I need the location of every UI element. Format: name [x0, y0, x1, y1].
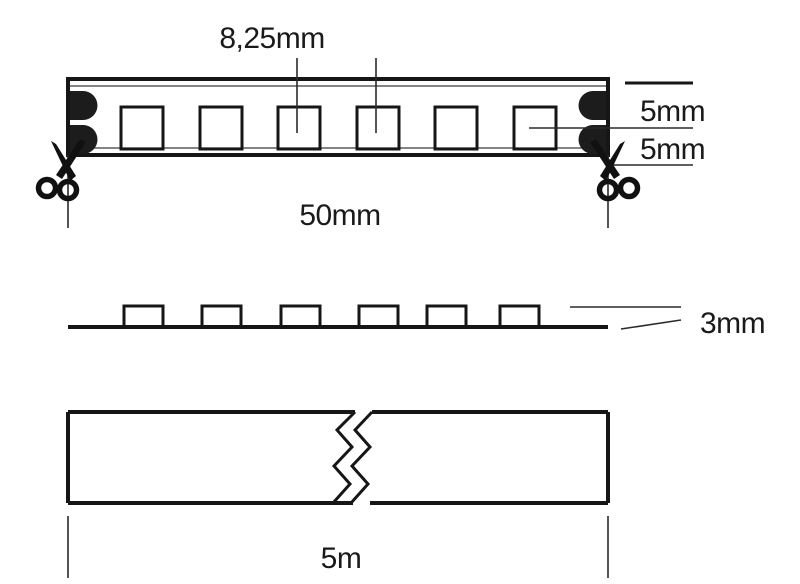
side-led-profile	[425, 304, 468, 327]
led-square	[355, 105, 401, 151]
break-zigzag-left	[331, 410, 357, 505]
led-group	[119, 105, 558, 151]
strip-width-label: 5mm	[640, 95, 705, 128]
side-led-profile	[200, 304, 243, 327]
led-pitch-leaders	[296, 58, 377, 133]
strip-outline	[66, 77, 610, 157]
side-led-group	[122, 304, 541, 327]
scissors-handle-ring	[596, 178, 620, 202]
side-led-profile	[357, 304, 400, 327]
scissors-blade	[600, 141, 625, 181]
break-zigzag-right	[349, 410, 374, 505]
led-square	[276, 105, 322, 151]
segment-length-label: 50mm	[299, 199, 380, 232]
scissors-blade	[56, 139, 86, 179]
led-square	[433, 105, 479, 151]
profile-height-dimension	[570, 306, 682, 330]
reel-length-label: 5m	[321, 542, 362, 575]
side-led-profile	[498, 304, 541, 327]
led-square	[119, 105, 165, 151]
cut-spacing-label: 5mm	[640, 133, 705, 166]
reel-body-left	[66, 410, 355, 505]
side-view: 3mm	[68, 304, 766, 340]
scissors-icon-left	[35, 139, 86, 228]
reel-body-right	[370, 410, 610, 505]
side-led-profile	[279, 304, 322, 327]
scissors-icon-right	[590, 139, 641, 228]
leader-line	[620, 319, 682, 330]
top-view: 8,25mm 5mm 5mm	[35, 22, 706, 232]
scissors-handle-ring	[617, 176, 641, 200]
strip-width-dimension	[529, 81, 693, 129]
scissors-handle-ring	[56, 178, 80, 202]
side-led-profile	[122, 304, 165, 327]
scissors-handle-ring	[35, 176, 59, 200]
profile-height-label: 3mm	[700, 307, 765, 340]
scissors-blade	[590, 139, 620, 179]
scissors-blade	[51, 141, 76, 181]
solder-pad	[70, 91, 98, 120]
reel-view: 5m	[66, 410, 610, 578]
solder-pad	[578, 91, 606, 120]
led-square	[198, 105, 244, 151]
led-pitch-label: 8,25mm	[219, 22, 324, 55]
